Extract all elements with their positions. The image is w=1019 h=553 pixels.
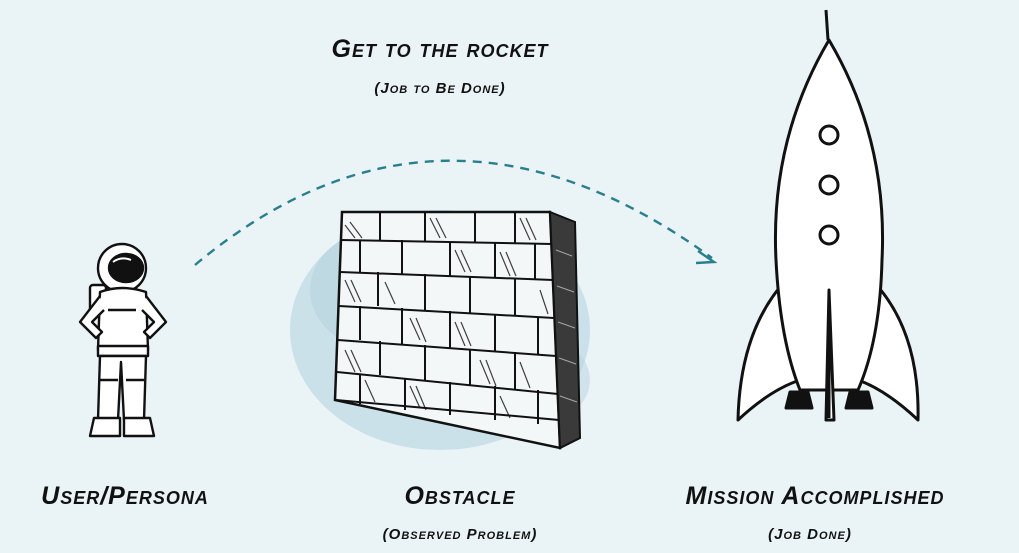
obstacle-label: Obstacle [335, 482, 585, 511]
brick-wall-icon [290, 210, 590, 450]
mission-label: Mission Accomplished [615, 482, 1015, 511]
rocket-icon [738, 10, 918, 420]
goal-subtitle: (Job to Be Done) [220, 80, 660, 97]
mission-subtitle: (Job Done) [700, 526, 920, 543]
astronaut-icon [80, 244, 166, 436]
user-label: User/Persona [0, 482, 250, 511]
obstacle-subtitle: (Observed Problem) [320, 526, 600, 543]
goal-title: Get to the rocket [220, 35, 660, 64]
